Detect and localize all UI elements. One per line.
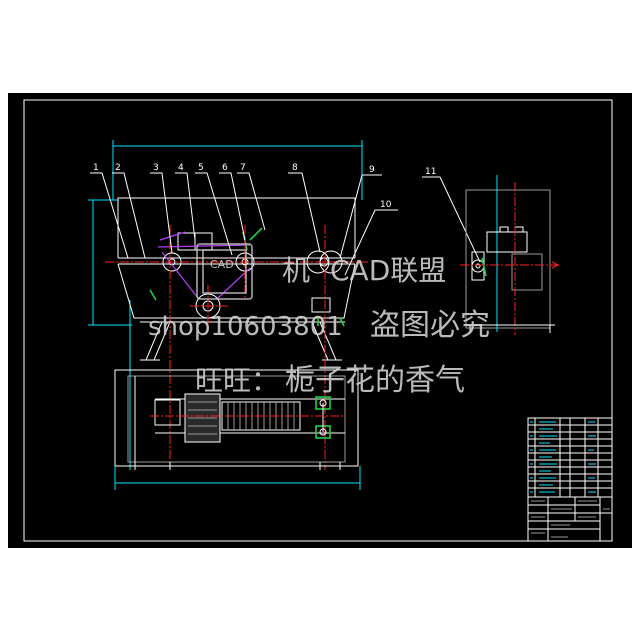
cad-logo-inner	[202, 249, 247, 294]
side-belt-part	[481, 257, 487, 277]
leg-left	[140, 321, 171, 361]
balloon-10: 10	[380, 200, 392, 210]
watermark-line2-b: 盗图必究	[370, 308, 490, 343]
balloon-9: 9	[369, 165, 375, 175]
watermark: CAD 机 CAD联盟 shop10603801 盗图必究 旺旺： 栀子花的香气	[148, 243, 490, 398]
balloon-2: 2	[115, 163, 121, 173]
balloon-4: 4	[178, 163, 184, 173]
cad-logo-outer	[196, 243, 253, 300]
balloon-3: 3	[153, 163, 159, 173]
leg-left-edge-b	[153, 321, 171, 361]
plan-inner-frame	[127, 375, 346, 463]
plan-bearing-block	[154, 399, 181, 426]
parts-list-grid	[528, 418, 612, 498]
plan-outer-frame	[114, 369, 359, 467]
plan-shaft-end-top	[319, 399, 327, 407]
clamp-parts	[149, 289, 345, 327]
leg-left-edge-a	[145, 321, 163, 361]
side-arrow-icon	[551, 261, 560, 269]
balloon-8: 8	[292, 163, 298, 173]
side-feet	[469, 325, 551, 333]
drawing-frame	[23, 99, 613, 542]
balloon-5: 5	[198, 163, 204, 173]
title-entries	[531, 500, 610, 538]
side-view	[460, 175, 560, 335]
watermark-line3-a: 旺旺：	[195, 364, 279, 397]
bottom-dimension-ext	[114, 466, 361, 490]
side-motor-terminal-a	[499, 226, 509, 233]
balloon-7: 7	[240, 163, 246, 173]
title-grid	[528, 497, 612, 541]
bearing-bracket	[311, 297, 331, 313]
plan-shaft-end-bottom	[319, 428, 327, 436]
side-frame	[465, 189, 551, 329]
balloon-1: 1	[93, 163, 99, 173]
drive-belt	[157, 231, 251, 299]
trough	[117, 263, 356, 319]
plan-feet	[134, 462, 341, 470]
balloon-6: 6	[222, 163, 228, 173]
leg-right-edge-b	[319, 321, 337, 361]
watermark-line3-b: 栀子花的香气	[285, 363, 465, 398]
balloon-leaders	[90, 172, 481, 276]
plan-view	[114, 369, 361, 490]
watermark-line1-a: 机	[282, 254, 310, 287]
watermark-line1-b: CAD联盟	[330, 254, 446, 287]
plan-motor-fins	[188, 401, 217, 435]
side-pulley-hub	[475, 263, 481, 269]
cad-logo-text: CAD	[210, 258, 234, 271]
watermark-line2-a: shop10603801	[148, 312, 343, 342]
balloon-11: 11	[425, 167, 436, 177]
parts-list-entries	[530, 421, 596, 493]
title-block	[527, 417, 613, 542]
front-view	[88, 140, 368, 470]
side-reducer	[511, 253, 543, 291]
cad-logo-icon: CAD	[196, 243, 253, 300]
balloon-labels: 1 2 3 4 5 6 7 8 9 10 11	[90, 163, 481, 276]
